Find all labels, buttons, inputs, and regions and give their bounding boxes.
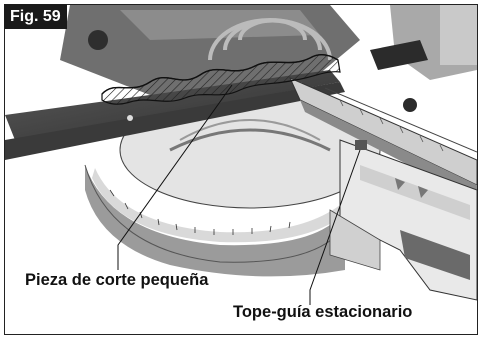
figure-label: Fig. 59 — [4, 4, 67, 29]
callout-stationary-fence: Tope-guía estacionario — [233, 303, 413, 321]
callout-leader-2 — [309, 149, 361, 305]
wood-piece-icon — [101, 53, 341, 105]
callout-small-cut-piece: Pieza de corte pequeña — [25, 271, 209, 289]
miter-table-base — [85, 165, 345, 277]
figure-frame — [4, 4, 478, 335]
handle-icon — [370, 40, 428, 70]
knob-icon — [88, 30, 108, 50]
miter-scale — [92, 168, 340, 243]
stationary-fence — [289, 77, 477, 186]
callout-leader-1 — [117, 84, 233, 270]
saw-blade-icon — [208, 18, 332, 61]
fence-rail-left — [5, 70, 340, 140]
